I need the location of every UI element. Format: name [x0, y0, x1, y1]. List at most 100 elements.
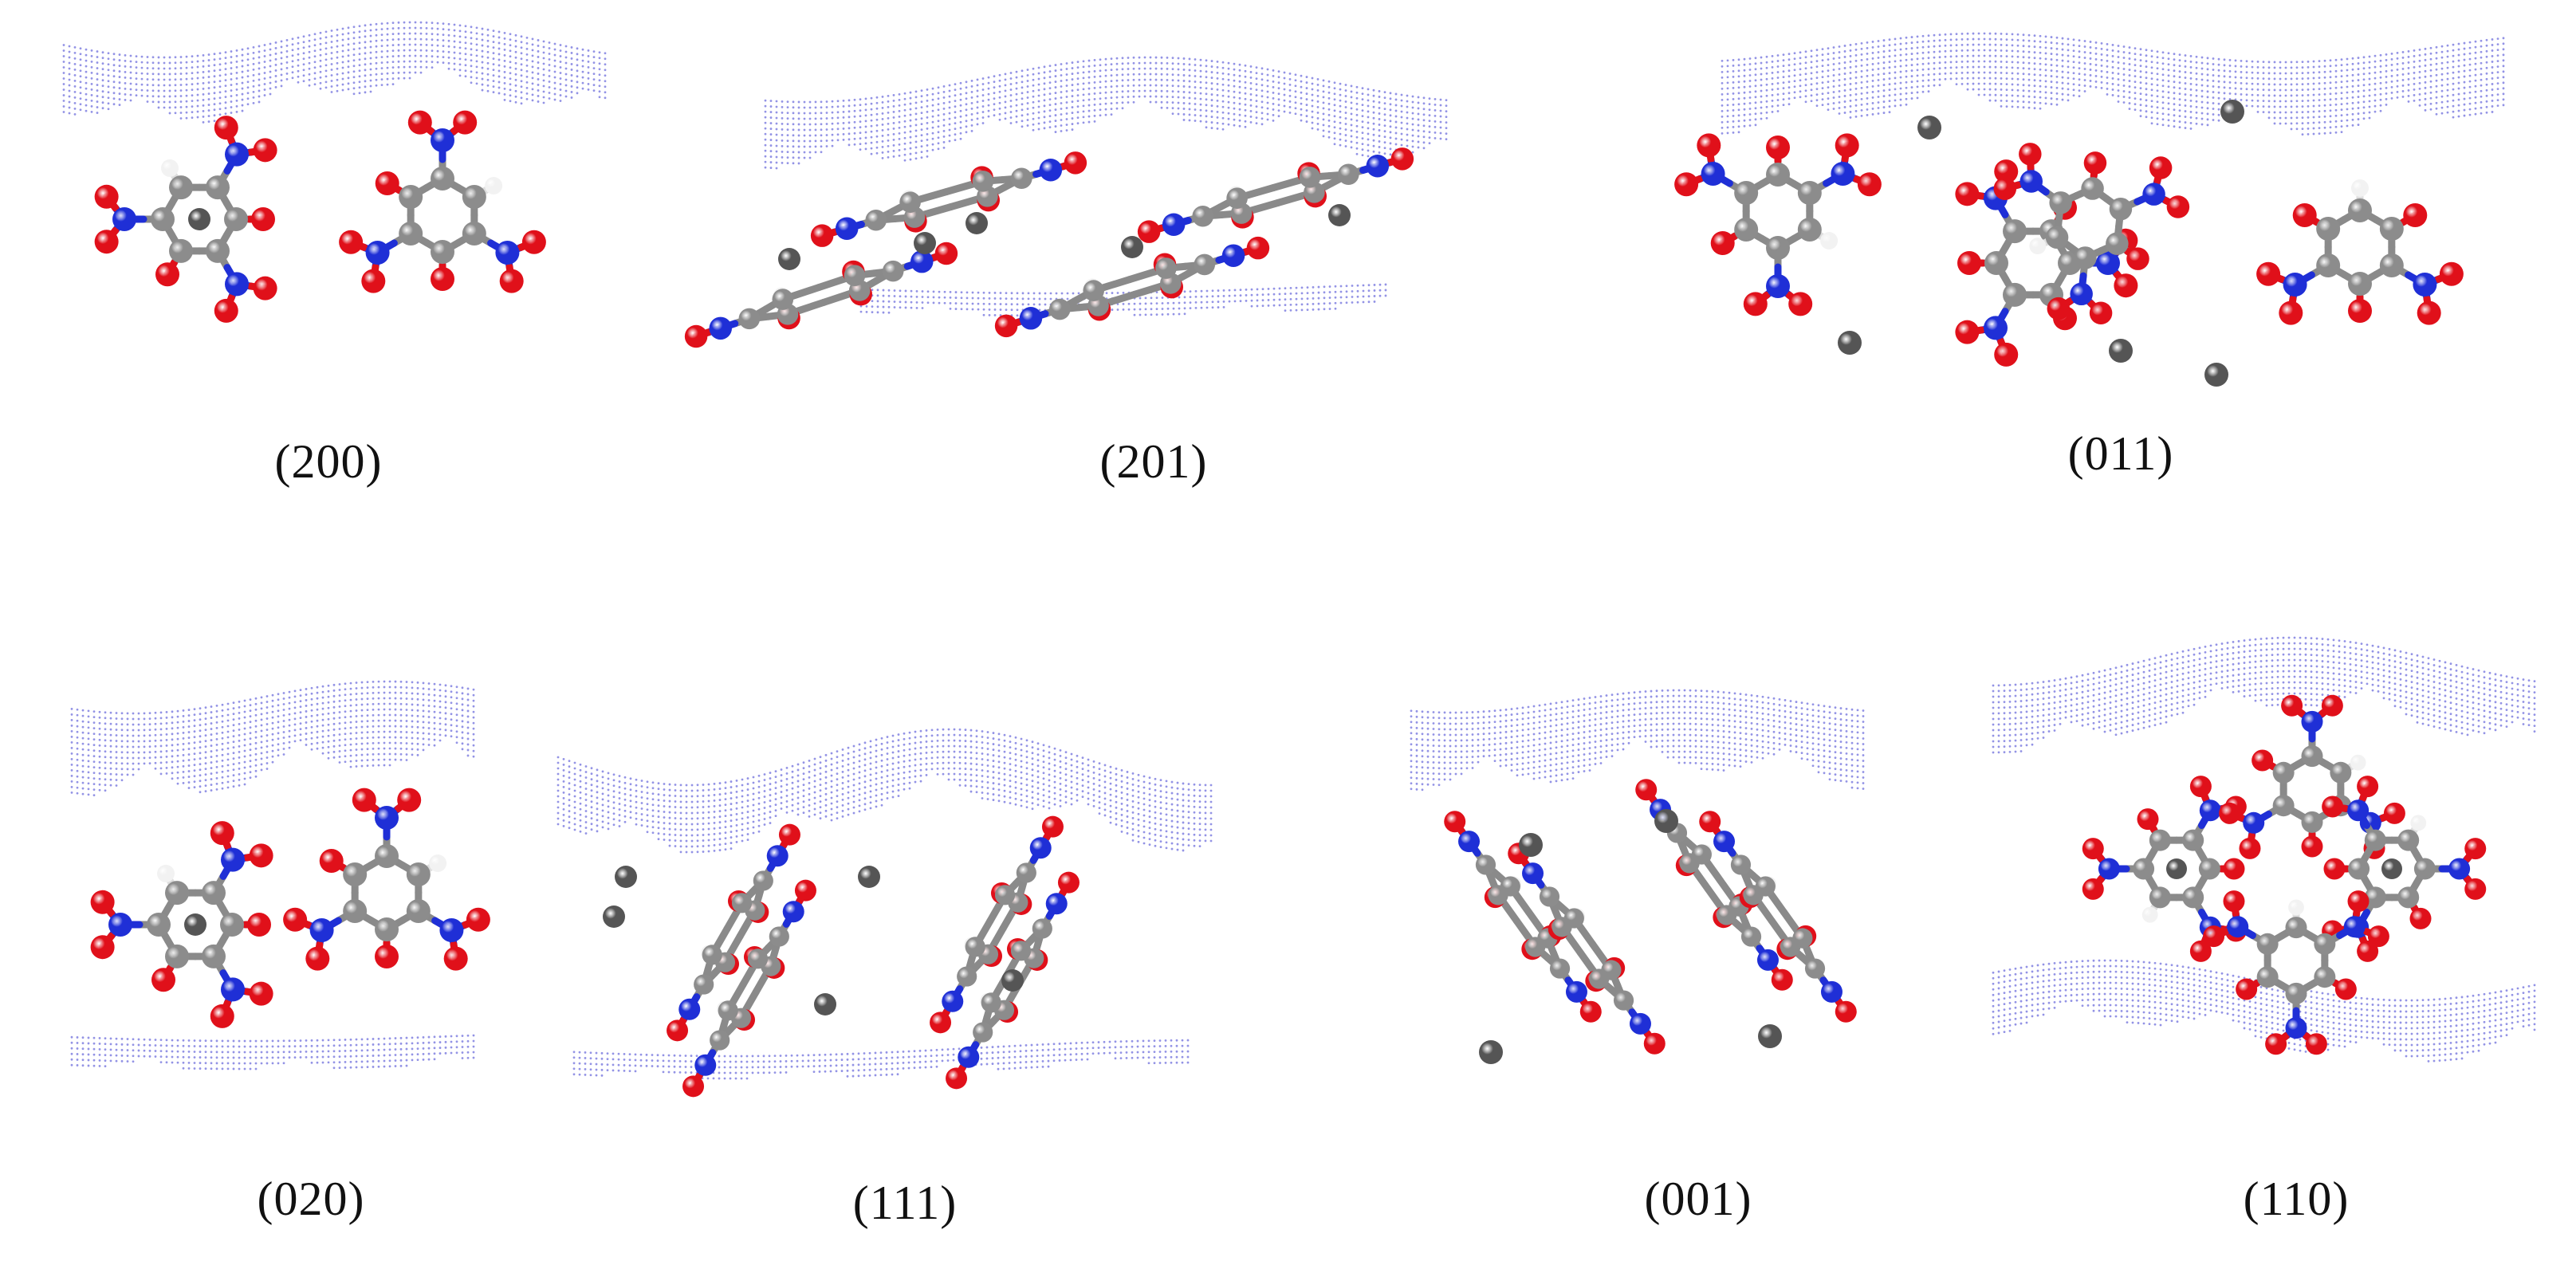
structure-201: [684, 56, 1448, 348]
nitrogen-atom: [835, 217, 859, 241]
nitrogen-atom: [2098, 858, 2120, 880]
surface-mesh: [62, 21, 607, 124]
panel-label-200: (200): [274, 435, 383, 488]
oxygen-atom: [1743, 292, 1768, 316]
carbon-atom: [1740, 926, 1762, 947]
carbon-atom: [738, 308, 761, 330]
nitrogen-atom: [2070, 282, 2093, 306]
nitrogen-atom: [108, 913, 132, 937]
panel-110: [1977, 636, 2567, 1116]
oxygen-atom: [682, 1075, 705, 1098]
carbon-atom: [169, 175, 193, 200]
carbon-atom: [206, 175, 230, 200]
oxygen-atom: [249, 981, 273, 1006]
nitrogen-atom: [309, 918, 334, 942]
oxygen-atom: [431, 267, 454, 291]
carbon-atom: [202, 881, 226, 905]
carbon-atom: [147, 913, 171, 937]
carbon-atom: [2182, 886, 2204, 909]
oxygen-atom: [2219, 802, 2241, 824]
nitrogen-atom: [495, 241, 520, 265]
oxygen-atom: [2089, 301, 2113, 325]
carbon-atom: [406, 862, 431, 886]
ion-atom: [1479, 1040, 1503, 1064]
nitrogen-atom: [2285, 1017, 2307, 1039]
oxygen-atom: [210, 1004, 234, 1028]
nitrogen-atom: [1713, 831, 1736, 853]
carbon-atom: [1155, 257, 1177, 279]
ion-atom: [814, 993, 836, 1015]
oxygen-atom: [2189, 776, 2212, 798]
hydrogen-atom: [2350, 754, 2366, 771]
oxygen-atom: [2223, 858, 2245, 880]
carbon-atom: [1011, 167, 1032, 190]
oxygen-atom: [1390, 147, 1414, 171]
carbon-atom: [1500, 876, 1520, 897]
nitrogen-atom: [1831, 162, 1855, 186]
panel-label-011: (011): [2067, 427, 2174, 480]
surface-mesh: [556, 728, 1213, 854]
carbon-atom: [2182, 829, 2204, 851]
oxygen-atom: [1994, 342, 2019, 367]
ion-atom: [914, 232, 936, 254]
nitrogen-atom: [2347, 799, 2370, 822]
oxygen-atom: [2279, 301, 2303, 325]
carbon-atom: [769, 926, 789, 947]
nitrogen-atom: [782, 901, 804, 923]
oxygen-atom: [2189, 940, 2212, 962]
oxygen-atom: [151, 968, 175, 992]
carbon-atom: [2413, 858, 2436, 880]
carbon-atom: [2397, 829, 2420, 851]
nitrogen-atom: [2283, 273, 2307, 297]
carbon-atom: [1766, 163, 1790, 187]
nitrogen-atom: [1029, 837, 1052, 859]
panel-label-001: (001): [1644, 1173, 1752, 1225]
oxygen-atom: [2256, 261, 2281, 286]
structure-001: [1410, 689, 1865, 1064]
carbon-atom: [1226, 187, 1248, 209]
nitrogen-atom: [1019, 307, 1043, 330]
oxygen-atom: [94, 230, 119, 254]
carbon-atom: [1299, 167, 1321, 188]
carbon-atom: [753, 870, 773, 891]
oxygen-atom: [155, 262, 179, 287]
surface-mesh: [572, 1039, 1190, 1080]
carbon-atom: [1563, 908, 1584, 929]
surface-mesh: [1992, 959, 2536, 1063]
carbon-atom: [165, 944, 189, 968]
panel-label-110: (110): [2243, 1173, 2350, 1225]
oxygen-atom: [2114, 273, 2138, 298]
panel-label-020: (020): [257, 1173, 365, 1225]
structure-200: [62, 21, 607, 323]
nitrogen-atom: [2096, 251, 2120, 275]
oxygen-atom: [214, 298, 238, 323]
carbon-atom: [343, 862, 368, 886]
panel-001: [1403, 678, 1882, 1116]
hydrogen-atom: [2029, 238, 2047, 255]
carbon-atom: [169, 238, 193, 263]
carbon-atom: [2149, 886, 2171, 909]
oxygen-atom: [352, 788, 376, 812]
ion-atom: [1121, 236, 1143, 258]
carbon-atom: [1734, 181, 1759, 205]
oxygen-atom: [1835, 1000, 1857, 1023]
carbon-atom: [399, 222, 423, 246]
carbon-atom: [2285, 917, 2307, 939]
oxygen-atom: [94, 184, 119, 209]
oxygen-atom: [2149, 156, 2173, 179]
nitrogen-atom: [112, 207, 136, 231]
ion-atom: [1001, 969, 1024, 992]
carbon-atom: [731, 893, 753, 913]
carbon-atom: [2109, 197, 2133, 221]
panel-label-201: (201): [1099, 435, 1208, 488]
carbon-atom: [1792, 928, 1813, 949]
carbon-atom: [2301, 745, 2323, 768]
oxygen-atom: [1674, 172, 1699, 197]
carbon-atom: [462, 185, 486, 209]
oxygen-atom: [1697, 133, 1721, 158]
carbon-atom: [2081, 177, 2104, 200]
panel-111: [550, 693, 1252, 1108]
carbon-atom: [1083, 280, 1105, 301]
carbon-atom: [1016, 862, 1036, 883]
